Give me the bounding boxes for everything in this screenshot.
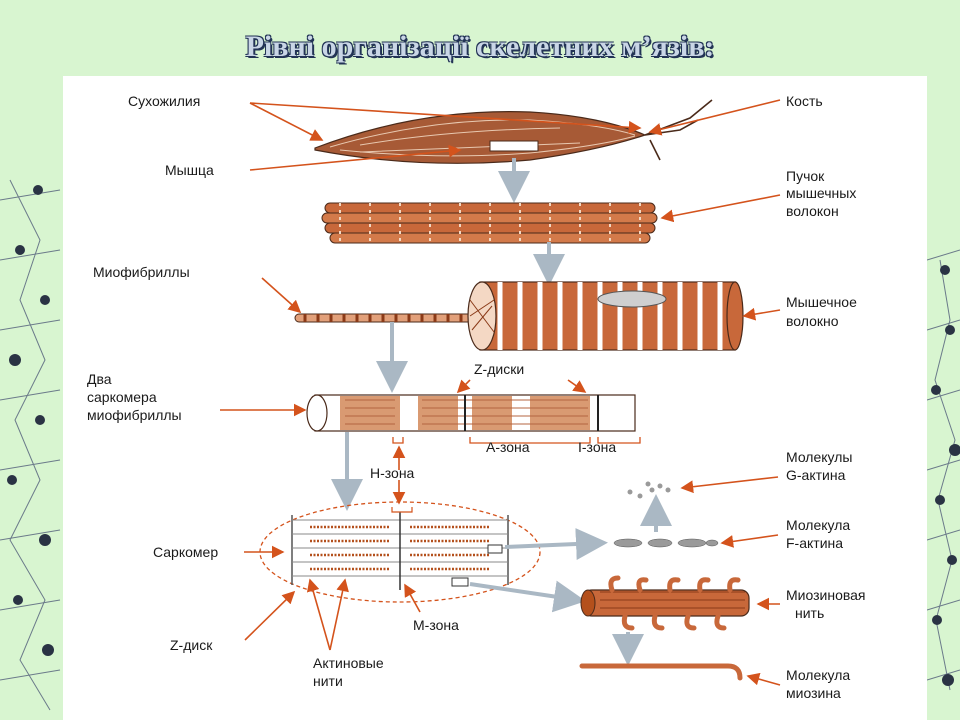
myosin-molecule — [579, 663, 743, 681]
label-myosin-filament-line1: Миозиновая — [786, 587, 866, 603]
label-myosin-molecule-line1: Молекула — [786, 667, 850, 683]
two-sarcomeres — [306, 394, 636, 432]
fiber-bundle — [321, 202, 658, 244]
label-sarcomere: Саркомер — [153, 544, 218, 560]
diagram-panel: Сухожилия Кость Мышца Пучок мышечных вол… — [63, 76, 927, 720]
label-actin-filaments-line1: Актиновые — [313, 655, 384, 671]
label-g-actin-line2: G-актина — [786, 467, 846, 483]
label-z-discs: Z-диски — [474, 361, 524, 377]
f-actin-molecule — [613, 538, 719, 548]
label-m-zone: М-зона — [413, 617, 459, 633]
label-myosin-filament-line2: нить — [795, 605, 824, 621]
muscle-organization-diagram: Сухожилия Кость Мышца Пучок мышечных вол… — [87, 93, 866, 701]
label-myosin-molecule-line2: миозина — [786, 685, 841, 701]
label-z-disc: Z-диск — [170, 637, 213, 653]
label-fiber-line2: волокно — [786, 313, 839, 329]
muscle-fiber — [467, 281, 744, 351]
myosin-filament — [580, 575, 750, 631]
label-f-actin-line1: Молекула — [786, 517, 850, 533]
label-a-zone: А-зона — [486, 439, 530, 455]
label-i-zone: I-зона — [578, 439, 616, 455]
label-fiber-line1: Мышечное — [786, 294, 857, 310]
label-two-sarcomeres-line2: саркомера — [87, 389, 157, 405]
label-bundle-line3: волокон — [786, 203, 839, 219]
label-bundle-line1: Пучок — [786, 168, 825, 184]
g-actin-molecules — [627, 481, 671, 499]
label-two-sarcomeres-line1: Два — [87, 371, 112, 387]
label-bundle-line2: мышечных — [786, 185, 856, 201]
myofibril-strand — [294, 313, 481, 323]
label-h-zone: Н-зона — [370, 465, 415, 481]
label-f-actin-line2: F-актина — [786, 535, 843, 551]
label-muscle: Мышца — [165, 162, 214, 178]
label-two-sarcomeres-line3: миофибриллы — [87, 407, 182, 423]
label-bone: Кость — [786, 93, 823, 109]
slide-title: Рівні організації скелетних м’язів: — [245, 30, 715, 63]
label-g-actin-line1: Молекулы — [786, 449, 852, 465]
label-myofibrils: Миофибриллы — [93, 264, 190, 280]
label-tendons: Сухожилия — [128, 93, 200, 109]
label-actin-filaments-line2: нити — [313, 673, 343, 689]
